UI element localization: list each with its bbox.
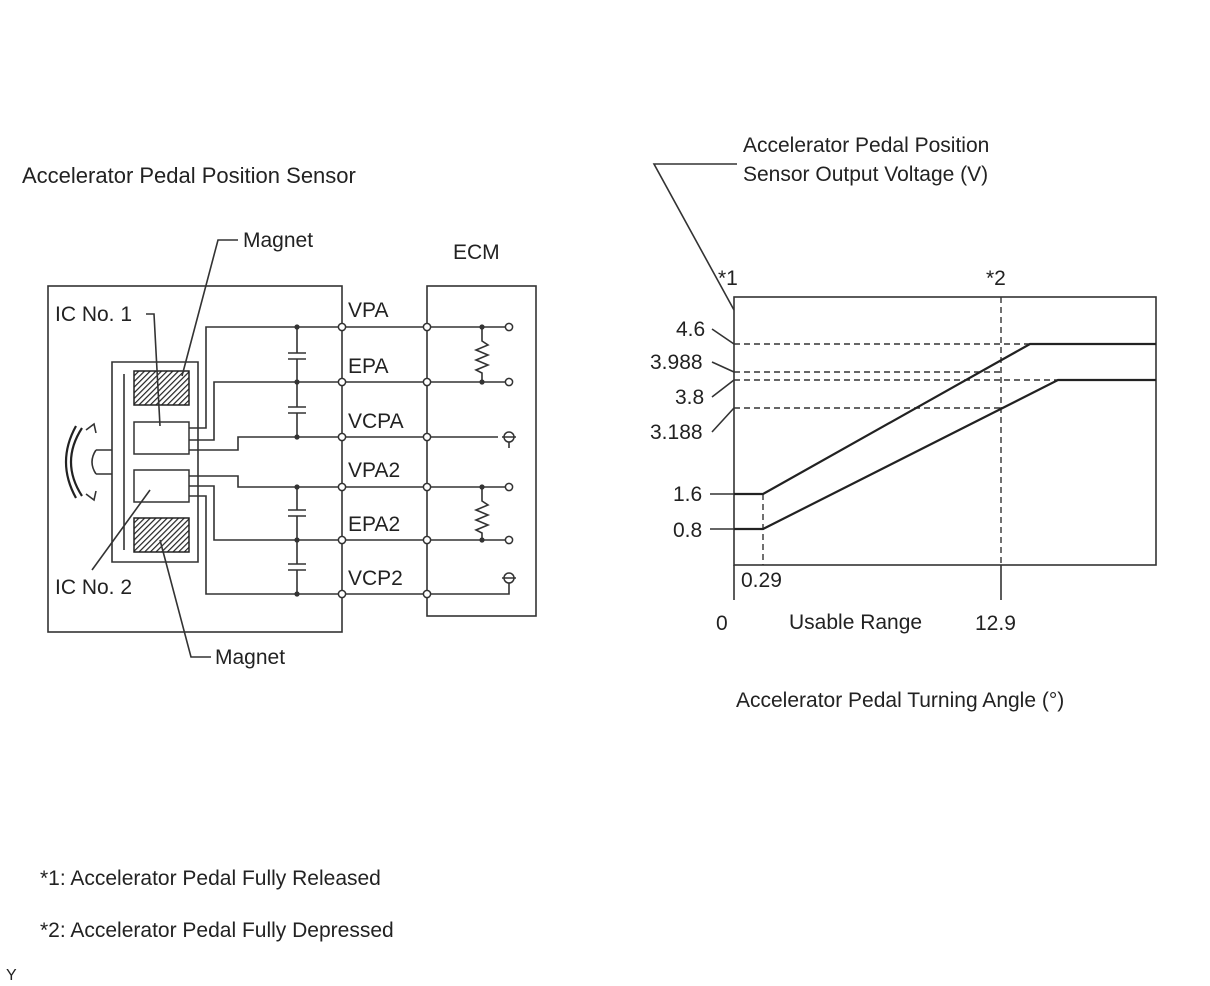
x-tick-12-9: 12.9 (975, 612, 1016, 635)
y-tick-4-6: 4.6 (676, 318, 705, 341)
x-tick-0-29: 0.29 (741, 569, 782, 592)
terminal-vpa: VPA (348, 299, 388, 322)
ic-no-1 (133, 421, 190, 455)
marker-2: *2 (986, 267, 1006, 290)
ecm-label: ECM (453, 241, 500, 264)
ecm-resistor-1 (473, 327, 491, 382)
magnet-top-label: Magnet (243, 229, 313, 252)
sensor-connectors (337, 322, 347, 599)
corner-mark: Y (6, 967, 17, 984)
ground-icon (498, 572, 516, 595)
graph-plot-area (733, 296, 1157, 566)
magnet-top (133, 370, 190, 406)
sensor-title: Accelerator Pedal Position Sensor (22, 163, 356, 188)
marker-1: *1 (718, 267, 738, 290)
graph-ylabel-line2: Sensor Output Voltage (V) (743, 163, 988, 186)
sensor-carrier (111, 361, 199, 563)
ic2-label: IC No. 2 (55, 576, 132, 599)
ecm-box (426, 285, 537, 617)
ecm-connectors (422, 322, 432, 599)
output-curve-vpa (734, 342, 1156, 496)
y-tick-0-8: 0.8 (673, 519, 702, 542)
note-2: *2: Accelerator Pedal Fully Depressed (40, 919, 394, 942)
output-curve-vpa2 (734, 378, 1156, 531)
note-1: *1: Accelerator Pedal Fully Released (40, 867, 381, 890)
y-tick-3-188: 3.188 (650, 421, 703, 444)
terminal-vcpa: VCPA (348, 410, 404, 433)
y-tick-3-988: 3.988 (650, 351, 703, 374)
rotation-icon (70, 427, 83, 497)
graph-ylabel-line1: Accelerator Pedal Position (743, 134, 989, 157)
ground-icon (502, 431, 516, 448)
sensor-housing (47, 285, 343, 633)
ic1-label: IC No. 1 (55, 303, 132, 326)
magnet-bottom-label: Magnet (215, 646, 285, 669)
usable-range-label: Usable Range (789, 611, 922, 634)
terminal-vcp2: VCP2 (348, 567, 403, 590)
ic-no-2 (133, 469, 190, 503)
terminal-vpa2: VPA2 (348, 459, 400, 482)
y-tick-3-8: 3.8 (675, 386, 704, 409)
ecm-resistor-2 (473, 487, 491, 540)
terminal-epa: EPA (348, 355, 388, 378)
x-tick-0: 0 (716, 612, 728, 635)
y-tick-1-6: 1.6 (673, 483, 702, 506)
terminal-epa2: EPA2 (348, 513, 400, 536)
graph-xlabel: Accelerator Pedal Turning Angle (°) (736, 689, 1064, 712)
